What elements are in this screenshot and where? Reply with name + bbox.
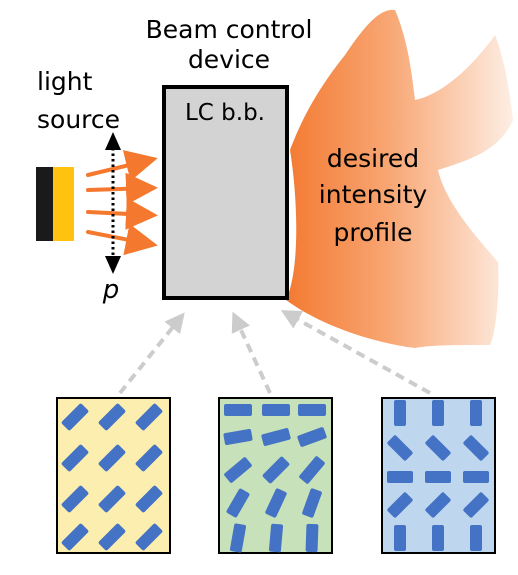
dashed-arrow-panel-2 [231, 311, 272, 394]
lc-molecule [224, 404, 252, 416]
lc-molecule [135, 403, 163, 431]
lc-molecule [387, 471, 413, 483]
lc-molecule [61, 403, 89, 431]
lc-molecule [223, 428, 253, 446]
lc-molecule [463, 471, 489, 483]
lc-molecule [262, 456, 290, 484]
profile-label-2: intensity [319, 180, 428, 209]
lc-molecule [470, 400, 482, 426]
lc-molecule [224, 457, 252, 483]
lc-molecule [394, 525, 406, 551]
lc-molecule [394, 400, 406, 426]
beam-arrow [86, 150, 158, 182]
lc-molecule [61, 523, 89, 551]
intensity-profile-shape [286, 9, 513, 348]
lc-molecule [387, 492, 413, 518]
lc-molecule [297, 427, 327, 447]
lc-molecule [226, 488, 250, 518]
lc-molecule [268, 523, 284, 553]
lc-molecule [61, 485, 89, 513]
beam-arrow [86, 197, 158, 230]
lc-molecule [229, 523, 247, 553]
panel-link-arrows [118, 310, 431, 395]
lc-molecules [61, 400, 489, 553]
lc-molecule [135, 523, 163, 551]
profile-label-1: desired [327, 144, 419, 173]
lc-molecule [425, 471, 451, 483]
lc-molecule [432, 525, 444, 551]
lc-molecule [305, 523, 319, 553]
title-line-2: device [188, 45, 270, 74]
lc-molecule [98, 523, 126, 551]
light-source-label-2: source [37, 105, 120, 134]
lc-molecule [298, 404, 326, 416]
dashed-arrow-panel-1 [118, 312, 185, 395]
light-source-dark-bar [36, 167, 53, 241]
lc-molecule [302, 488, 322, 518]
lc-molecule [61, 444, 89, 472]
lc-molecule [463, 492, 489, 518]
profile-label-3: profile [334, 218, 413, 247]
beam-arrow [86, 172, 158, 205]
lc-molecule [432, 400, 444, 426]
polarization-label: p [102, 275, 120, 305]
lc-molecule [387, 435, 413, 461]
lc-molecule [135, 485, 163, 513]
lc-molecule [299, 456, 325, 484]
lc-molecule [98, 444, 126, 472]
polarization-arrow-icon [105, 132, 121, 274]
lc-molecule [135, 444, 163, 472]
lc-molecule [265, 488, 287, 518]
lc-molecule [463, 435, 489, 461]
title-line-1: Beam control [146, 15, 313, 44]
lc-device-label: LC b.b. [185, 100, 265, 126]
light-beam-arrows [86, 150, 158, 256]
dashed-arrow-panel-3 [280, 310, 431, 395]
lc-molecule [98, 485, 126, 513]
lc-molecule [261, 428, 291, 446]
lc-molecule [425, 492, 451, 518]
lc-molecule [262, 404, 290, 416]
beam-arrow [86, 223, 158, 256]
lc-molecule [98, 403, 126, 431]
light-source-label-1: light [37, 67, 93, 96]
lc-device-box [162, 85, 289, 300]
lc-molecule [470, 525, 482, 551]
lc-molecule [425, 435, 451, 461]
light-source-yellow-bar [53, 167, 74, 241]
